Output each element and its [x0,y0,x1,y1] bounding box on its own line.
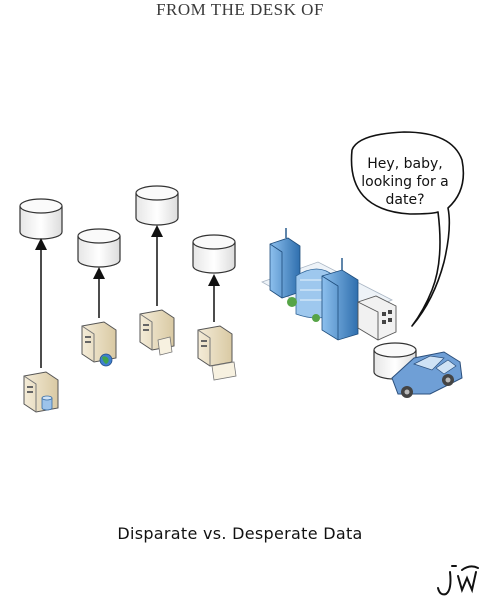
document-server-icon [197,325,237,381]
enterprise-buildings-icon [261,228,397,341]
speech-line-3: date? [386,192,425,208]
database-server-icon [23,371,59,413]
file-server-icon [139,309,175,356]
database-cylinder-2 [77,228,121,268]
web-server-icon [81,321,117,367]
database-cylinder-3 [135,185,179,226]
comic-caption: Disparate vs. Desperate Data [117,524,363,543]
speech-line-2: looking for a [361,174,449,190]
database-cylinder-1 [19,198,63,240]
car-icon [391,351,463,398]
speech-bubble: Hey, baby, looking for a date? [350,131,465,327]
signature [437,565,479,596]
speech-line-1: Hey, baby, [367,156,442,172]
page-header: FROM THE DESK OF [156,0,324,19]
database-cylinder-4 [192,234,236,274]
